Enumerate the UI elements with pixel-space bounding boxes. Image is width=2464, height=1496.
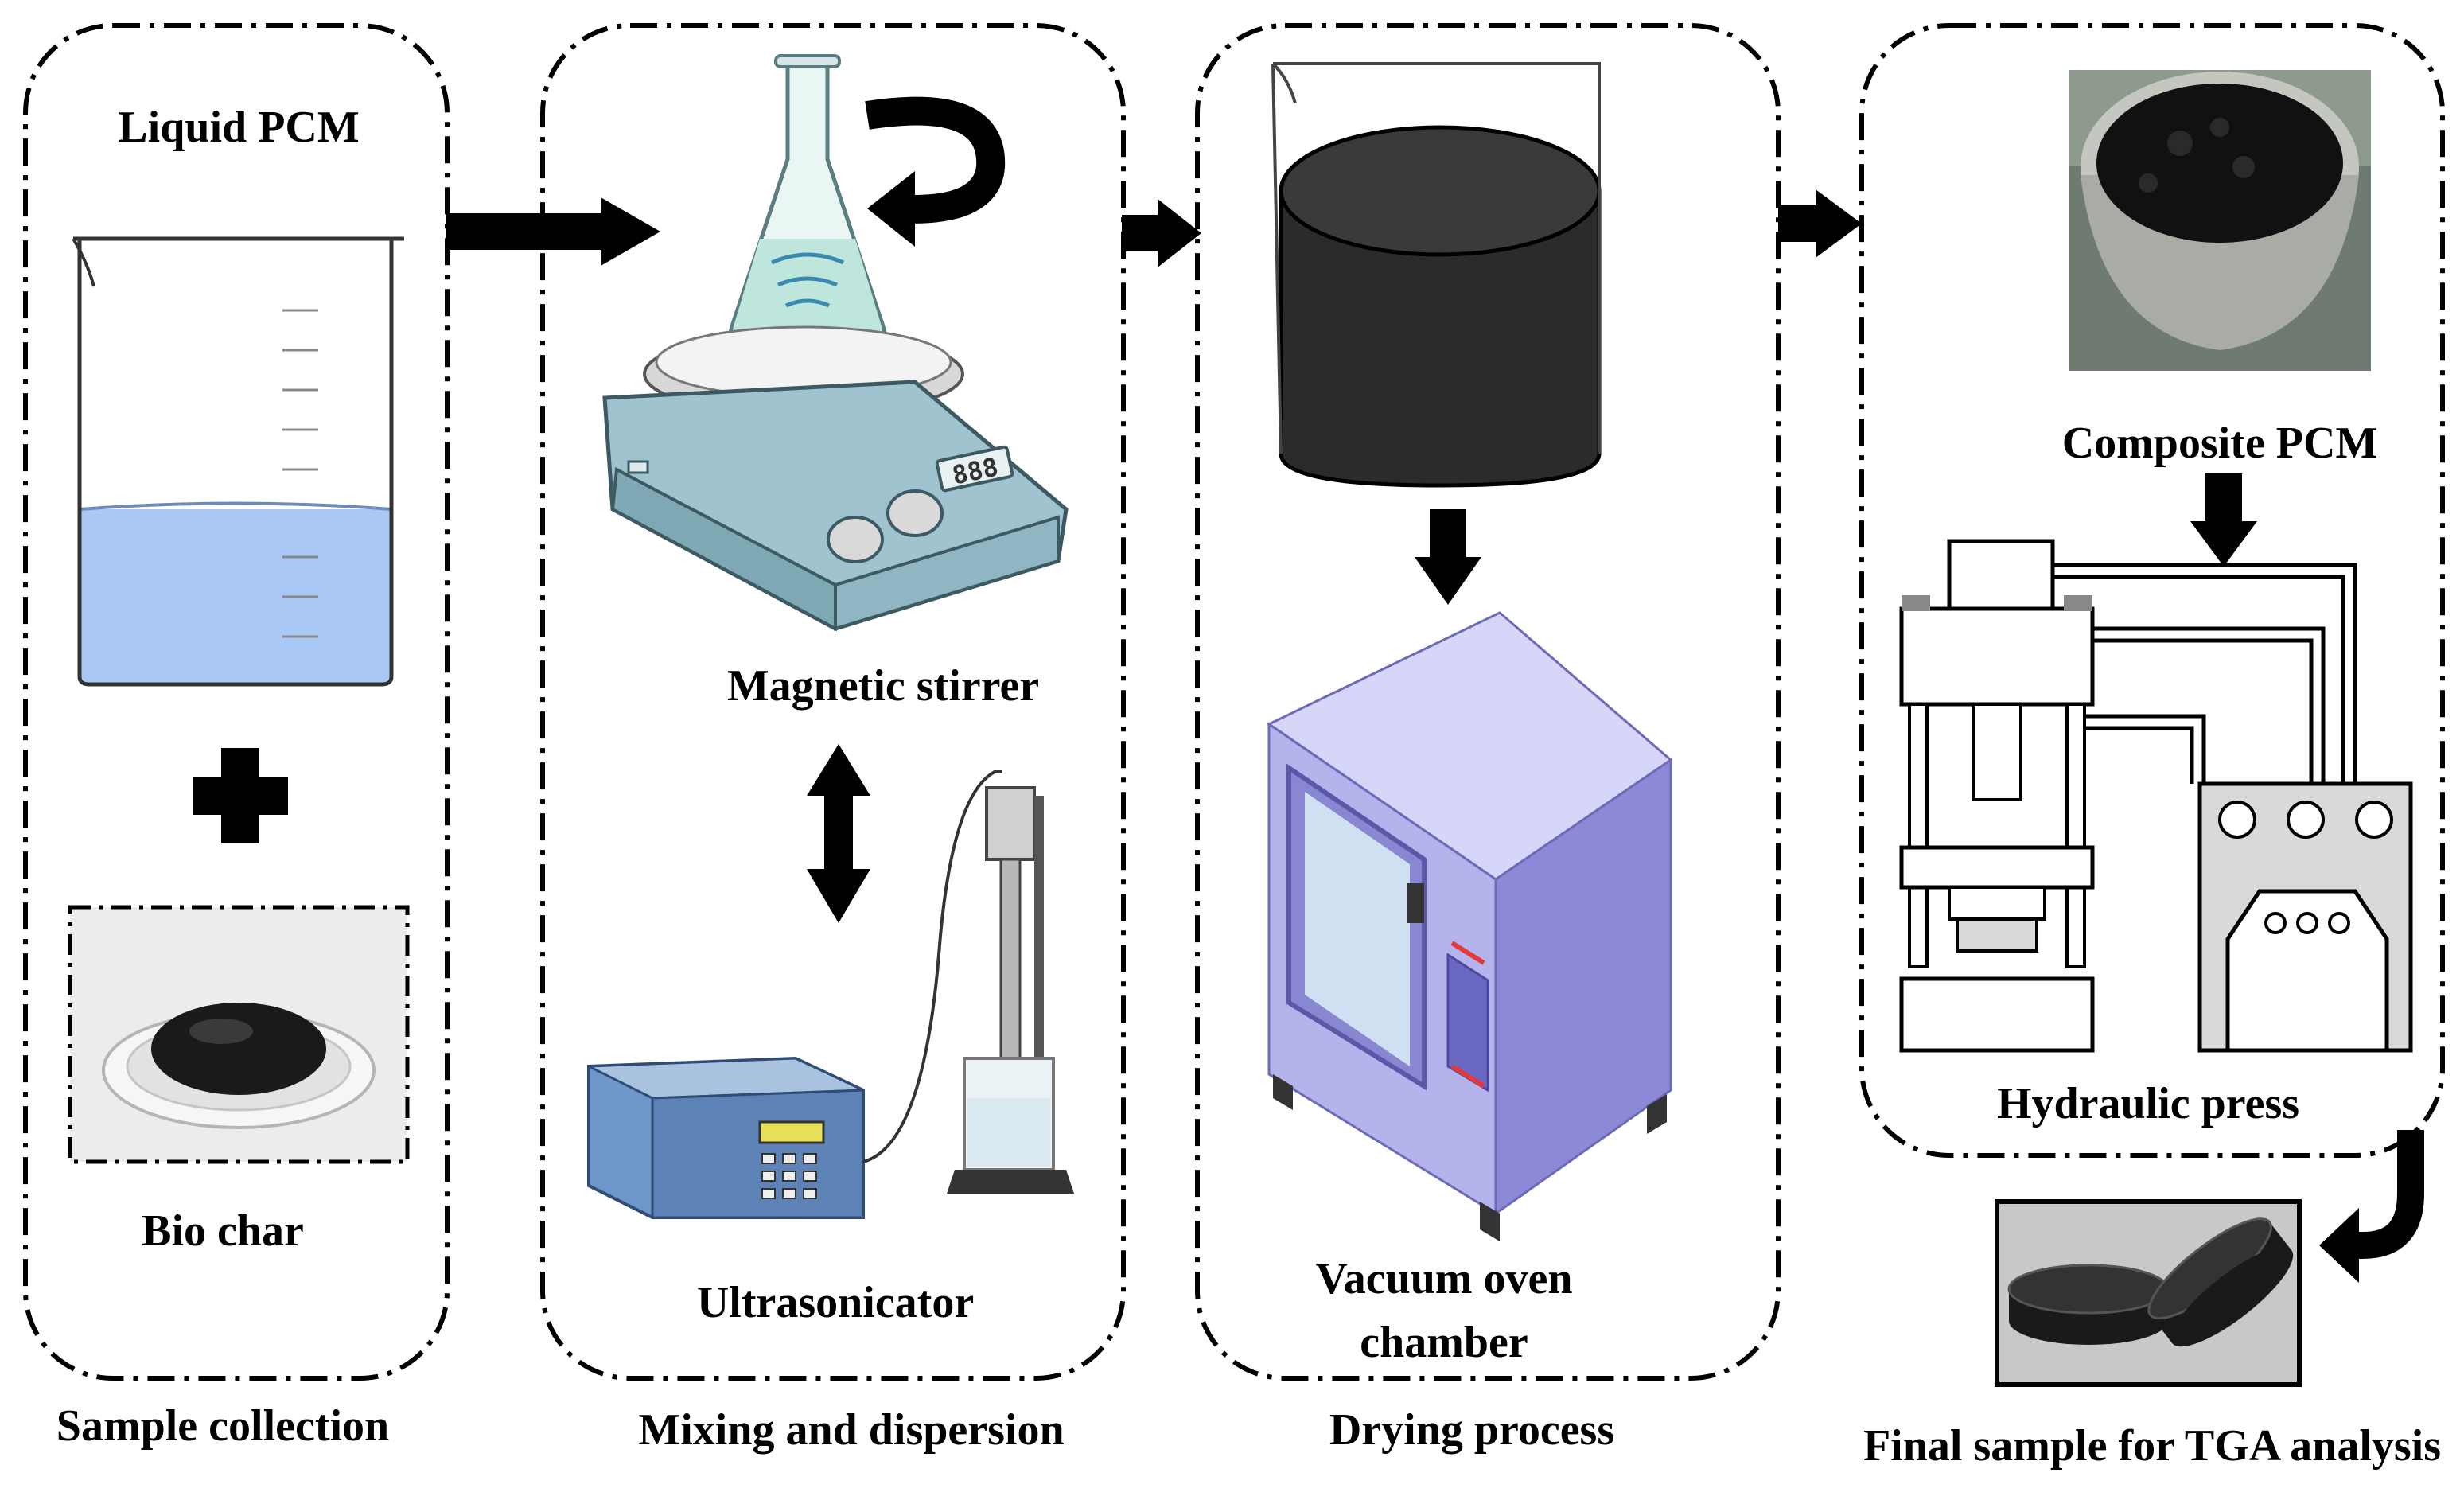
stage-box-sample-collection — [23, 23, 450, 1381]
composite-photo-icon — [2069, 70, 2371, 371]
rotation-arrow-icon — [865, 96, 1006, 247]
stage-caption-final: Final sample for TGA analysis — [1863, 1421, 2441, 1471]
ultrasonicator-icon — [587, 770, 1074, 1219]
plus-icon — [193, 748, 288, 843]
flask-icon — [728, 54, 887, 353]
bio-char-label: Bio char — [142, 1206, 304, 1256]
right-arrow-icon — [1122, 199, 1201, 267]
liquid-pcm-label: Liquid PCM — [118, 103, 359, 152]
double-arrow-icon — [807, 744, 870, 923]
dark-beaker-icon — [1271, 62, 1602, 488]
stage-caption-drying: Drying process — [1329, 1405, 1614, 1455]
hydraulic-press-label: Hydraulic press — [1997, 1079, 2299, 1128]
right-arrow-icon — [446, 197, 660, 266]
composite-pcm-label: Composite PCM — [2062, 419, 2378, 468]
right-arrow-icon — [1778, 189, 1862, 258]
hydraulic-press-icon — [1899, 539, 2413, 1053]
stage-box-drying — [1195, 23, 1781, 1381]
hotplate-icon: 888 — [602, 325, 1069, 632]
vacuum-oven-label-line1: Vacuum oven — [1315, 1254, 1572, 1303]
ultrasonicator-label: Ultrasonicator — [697, 1278, 974, 1327]
oven-icon — [1267, 611, 1673, 1241]
stage-caption-mixing: Mixing and dispersion — [638, 1405, 1064, 1455]
right-arrow-icon — [2319, 1130, 2424, 1283]
biochar-dish-icon — [68, 905, 410, 1164]
stage-box-final — [1859, 23, 2445, 1158]
stage-box-mixing — [540, 23, 1126, 1381]
beaker-icon — [72, 236, 404, 687]
sample-discs-icon — [1995, 1199, 2302, 1387]
stage-caption-sample-collection: Sample collection — [56, 1401, 389, 1451]
down-arrow-icon — [1415, 509, 1481, 605]
vacuum-oven-label-line2: chamber — [1360, 1318, 1528, 1367]
magnetic-stirrer-label: Magnetic stirrer — [727, 661, 1039, 711]
down-arrow-icon — [2190, 473, 2257, 567]
